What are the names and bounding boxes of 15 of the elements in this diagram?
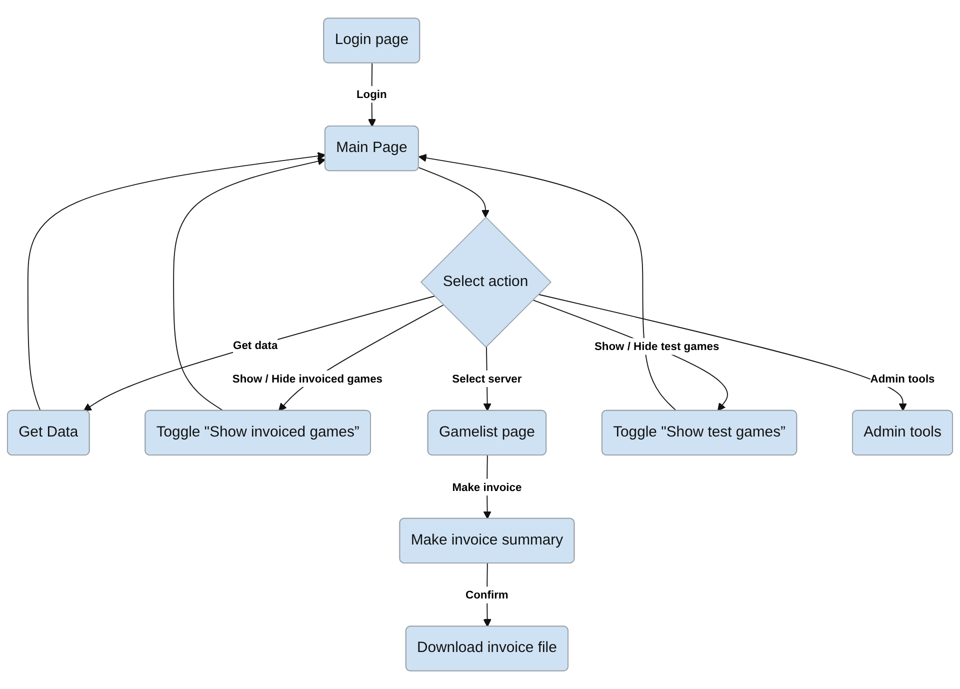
arrow: [532, 299, 728, 412]
edge-label: Show / Hide test games: [594, 340, 720, 353]
arrow: [27, 152, 326, 412]
arrow: [418, 167, 490, 218]
arrow: [173, 157, 326, 412]
arrow: [83, 296, 435, 412]
edge-label: Login: [356, 88, 387, 101]
edge-label: Make invoice: [452, 480, 522, 494]
edge-label: Select server: [452, 372, 522, 386]
edge-label: Confirm: [466, 588, 508, 602]
edge-label: Admin tools: [870, 372, 935, 386]
arrow: [538, 294, 907, 412]
edge-label: Get data: [233, 338, 278, 352]
edge-label: Show / Hide invoiced games: [232, 372, 383, 386]
node-diamond: Select action: [420, 216, 552, 348]
